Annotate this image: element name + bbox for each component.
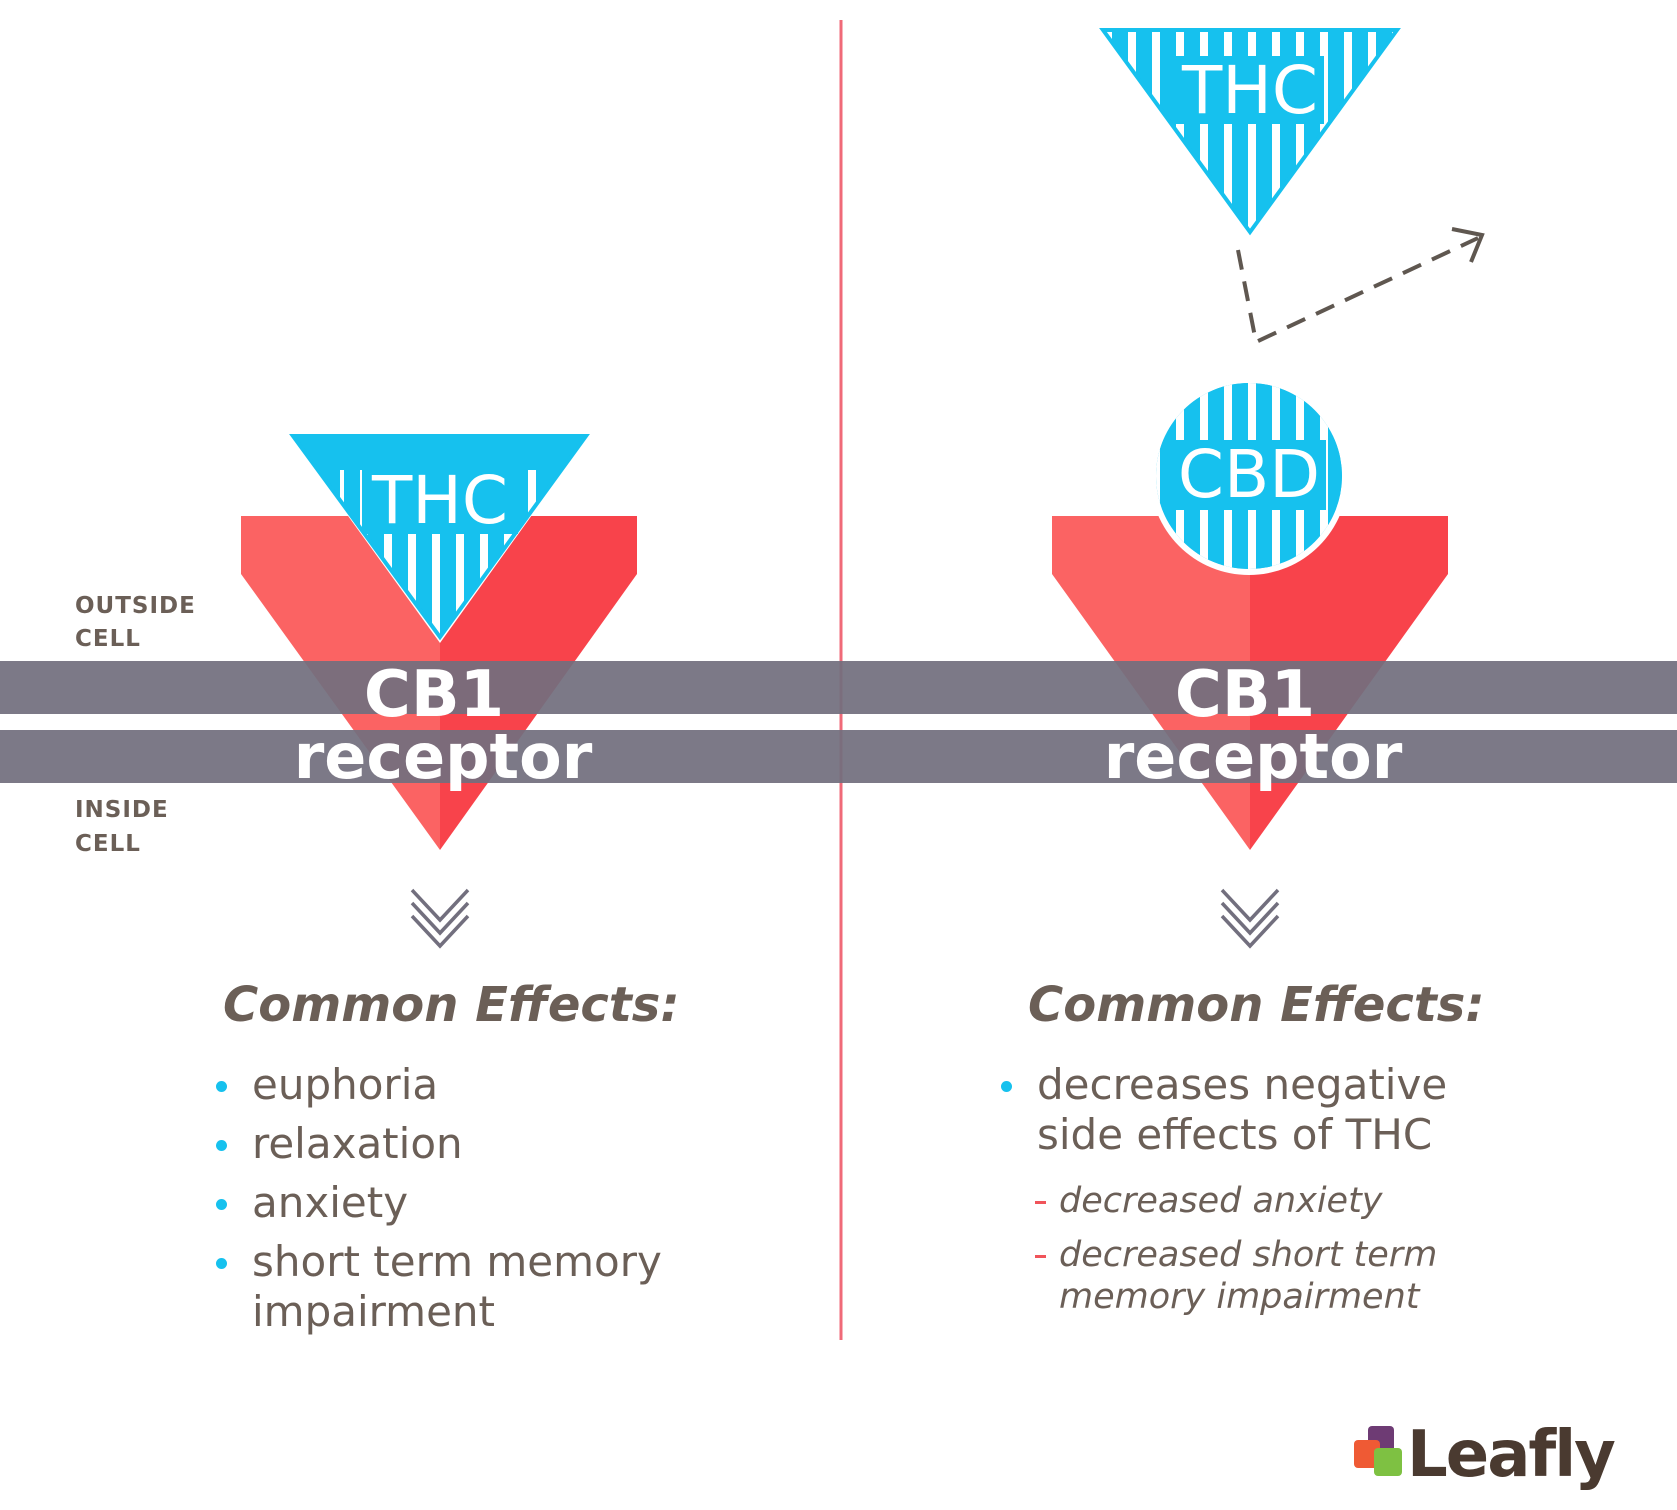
bullet-icon [216,1140,227,1151]
list-item: anxiety [216,1178,756,1228]
leafly-logo: Leafly [1352,1418,1662,1502]
bullet-icon [1001,1081,1012,1092]
receptor-left-line1: CB1 [364,658,504,732]
list-item: decreased anxiety [1035,1180,1505,1222]
effects-list-left: euphoria relaxation anxiety short term m… [216,1060,756,1346]
inside-cell-label-2: CELL [75,831,141,857]
outside-cell-label-2: CELL [75,626,141,652]
chevron-down-icon [1220,888,1280,949]
effects-heading-left: Common Effects: [223,977,680,1033]
list-item: relaxation [216,1119,756,1169]
list-item: euphoria [216,1060,756,1110]
receptor-left-line2: receptor [294,720,593,793]
effects-list-right: decreases negative side effects of THC [1001,1060,1501,1169]
list-item: decreases negative side effects of THC [1001,1060,1507,1160]
chevron-down-icon [410,888,470,949]
cell-membrane [0,661,1677,783]
thc-molecule-left: THC [288,433,591,643]
effects-heading-right: Common Effects: [1028,977,1485,1033]
cbd-molecule: CBD [1150,377,1348,575]
cbd-label: CBD [1178,436,1320,513]
list-item: short term memory impairment [216,1237,672,1337]
leafly-mark-icon [1354,1426,1402,1476]
thc-molecule-right: THC [1099,28,1401,236]
bullet-icon [216,1258,227,1269]
receptor-right-line2: receptor [1104,720,1403,793]
dash-icon [1035,1201,1046,1204]
brand-name: Leafly [1407,1418,1616,1492]
outside-cell-label-1: OUTSIDE [75,593,196,619]
dash-icon [1035,1255,1046,1258]
thc-label-left: THC [371,462,508,539]
receptor-right-line1: CB1 [1175,658,1315,732]
sub-effects-list-right: decreased anxiety decreased short term m… [1035,1180,1505,1330]
displacement-arrow [1236,236,1479,345]
list-item: decreased short term memory impairment [1035,1234,1505,1318]
thc-label-right: THC [1181,52,1318,129]
arrow-head-icon [1451,227,1485,263]
bullet-icon [216,1081,227,1092]
bullet-icon [216,1199,227,1210]
inside-cell-label-1: INSIDE [75,797,169,823]
